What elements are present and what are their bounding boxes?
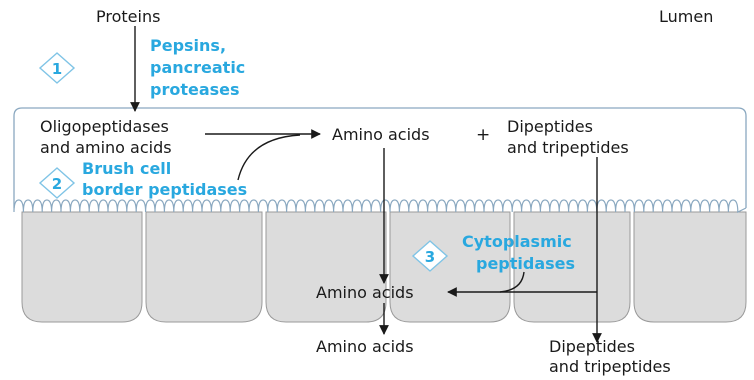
label-oligo-2: and amino acids (40, 138, 172, 157)
epithelial-cell (633, 211, 747, 323)
label-pepsins-3: proteases (150, 80, 240, 99)
label-dipep-lumen-1: Dipeptides (507, 117, 593, 136)
label-lumen: Lumen (659, 7, 713, 26)
epithelial-cell (21, 211, 143, 323)
label-brush-2: border peptidases (82, 180, 247, 199)
label-plus: + (476, 125, 490, 145)
label-cyto-2: peptidases (476, 254, 575, 273)
label-brush-1: Brush cell (82, 159, 171, 178)
epithelial-cell (145, 211, 263, 323)
arrow-cyto-curve (499, 271, 525, 293)
label-pepsins-2: pancreatic (150, 58, 245, 77)
label-cyto-1: Cytoplasmic (462, 232, 572, 251)
label-amino-cell: Amino acids (316, 283, 414, 302)
label-oligo-1: Oligopeptidases (40, 117, 169, 136)
step-2-marker: 2 (38, 167, 76, 199)
label-amino-lumen: Amino acids (332, 125, 430, 144)
label-dipep-lumen-2: and tripeptides (507, 138, 629, 157)
epithelial-cell (389, 211, 511, 323)
arrow-brush-curve (237, 134, 301, 181)
brush-border-outline (13, 107, 747, 208)
step-3-number: 3 (425, 248, 435, 266)
label-pepsins-1: Pepsins, (150, 36, 226, 55)
epithelial-cell (513, 211, 631, 323)
step-1-number: 1 (52, 60, 62, 78)
epithelial-cells (21, 211, 747, 323)
label-dipep-out-2: and tripeptides (549, 357, 671, 376)
label-proteins: Proteins (96, 7, 160, 26)
label-amino-out: Amino acids (316, 337, 414, 356)
microvilli (13, 199, 747, 213)
step-3-marker: 3 (411, 240, 449, 272)
epithelial-cell (265, 211, 387, 323)
label-dipep-out-1: Dipeptides (549, 337, 635, 356)
step-1-marker: 1 (38, 52, 76, 84)
step-2-number: 2 (52, 175, 62, 193)
